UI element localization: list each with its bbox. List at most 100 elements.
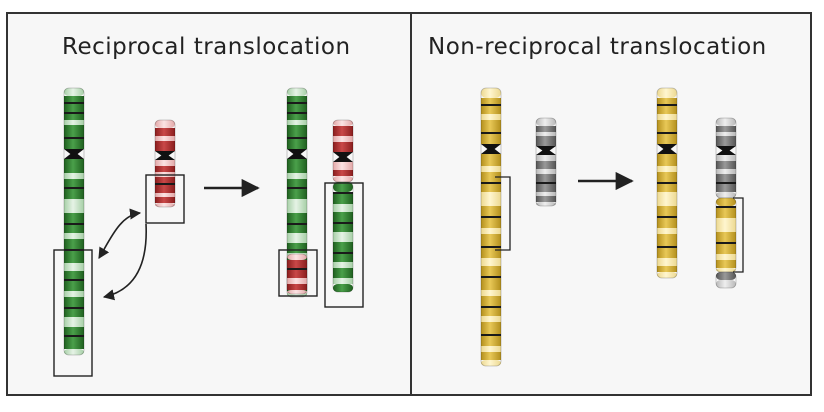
double-curved-arrow-icon	[98, 208, 142, 259]
chromosome-region	[333, 278, 353, 284]
chromosome-region	[481, 218, 501, 228]
chromosome-region	[64, 233, 84, 239]
chromosome-region	[333, 176, 353, 182]
chromosome-region	[287, 88, 307, 96]
chromosome-region	[155, 141, 175, 151]
chromosome-region	[657, 114, 677, 120]
chromosome-green-original	[63, 87, 85, 356]
chromosome-band	[155, 183, 175, 185]
chromosome-band	[64, 223, 84, 225]
chromosome-band	[481, 104, 501, 106]
chromosome-region	[481, 154, 501, 166]
chromosome-region	[64, 213, 84, 223]
chromosome-region	[716, 208, 736, 218]
chromosome-region	[287, 278, 307, 284]
chromosome-band	[657, 182, 677, 184]
chromosome-region	[287, 179, 307, 187]
chromosomes-layer	[63, 87, 737, 367]
centromere	[64, 149, 84, 159]
bracket-yellow-original	[495, 176, 511, 251]
chromosome-band	[287, 187, 307, 189]
chromosome-region	[64, 173, 84, 179]
chromosome-region	[716, 272, 736, 280]
chromosome-region	[155, 177, 175, 183]
panel-title-non-reciprocal: Non-reciprocal translocation	[428, 34, 767, 60]
chromosome-region	[333, 224, 353, 232]
chromosome-region	[333, 268, 353, 278]
chromosome-region	[481, 290, 501, 296]
chromosome-band	[333, 252, 353, 254]
chromosome-region	[333, 262, 353, 268]
chromosome-region	[481, 106, 501, 114]
chromosome-band	[287, 102, 307, 104]
chromosome-region	[64, 104, 84, 112]
segment-box-green-translocated	[324, 182, 364, 308]
double-curved-arrow-icon	[102, 223, 147, 301]
chromosome-region	[657, 134, 677, 144]
chromosome-region	[64, 88, 84, 96]
chromosome-band	[481, 246, 501, 248]
chromosome-region	[481, 88, 501, 98]
chromosome-region	[481, 248, 501, 258]
chromosome-region	[716, 136, 736, 146]
chromosome-region	[333, 204, 353, 212]
arrows	[98, 171, 634, 301]
chromosome-region	[155, 193, 175, 197]
chromosome-region	[536, 155, 556, 161]
chromosome-outline	[154, 119, 176, 208]
chromosome-region	[481, 120, 501, 132]
chromosome-band	[333, 192, 353, 194]
chromosome-region	[287, 139, 307, 149]
chromosome-region	[64, 139, 84, 149]
chromosome-region	[716, 184, 736, 192]
centromere	[481, 144, 501, 154]
chromosome-region	[481, 172, 501, 182]
chromosome-region	[333, 136, 353, 142]
chromosome-red-segment-on-green	[286, 253, 308, 295]
chromosome-region	[287, 104, 307, 112]
chromosome-region	[333, 142, 353, 152]
chromosome-region	[64, 281, 84, 291]
chromosome-region	[716, 254, 736, 260]
chromosome-region	[481, 336, 501, 346]
chromosome-yellow-segment-on-gray	[715, 197, 737, 273]
chromosome-band	[716, 206, 736, 208]
chromosome-region	[333, 254, 353, 262]
chromosome-region	[64, 125, 84, 137]
chromosome-region	[64, 291, 84, 297]
panel-divider	[410, 12, 412, 396]
chromosome-region	[716, 161, 736, 169]
chromosome-outline	[656, 87, 678, 279]
chromosome-region	[155, 160, 175, 166]
chromosome-region	[287, 96, 307, 102]
chromosome-gray-recipient-bottom	[715, 271, 737, 289]
segment-brackets	[495, 176, 744, 273]
chromosome-outline	[480, 87, 502, 367]
chromosome-region	[287, 243, 307, 253]
chromosome-region	[716, 218, 736, 232]
chromosome-band	[64, 335, 84, 337]
chromosome-band	[64, 279, 84, 281]
chromosome-region	[64, 309, 84, 317]
panel-title-reciprocal: Reciprocal translocation	[62, 34, 351, 60]
chromosome-region	[716, 174, 736, 182]
chromosome-region	[333, 126, 353, 136]
chromosome-region	[716, 126, 736, 132]
chromosome-band	[481, 132, 501, 134]
chromosome-region	[657, 218, 677, 228]
chromosome-region	[155, 120, 175, 128]
chromosome-region	[64, 199, 84, 213]
chromosome-outline	[286, 253, 308, 295]
chromosome-region	[716, 198, 736, 206]
chromosome-region	[64, 114, 84, 120]
chromosome-region	[481, 346, 501, 352]
chromosome-yellow-remaining	[656, 87, 678, 279]
chromosome-region	[333, 194, 353, 204]
chromosome-region	[287, 260, 307, 268]
chromosome-region	[287, 199, 307, 213]
chromosome-region	[333, 212, 353, 222]
chromosome-region	[64, 225, 84, 233]
chromosome-region	[155, 197, 175, 203]
chromosome-region	[657, 166, 677, 172]
chromosome-region	[716, 155, 736, 161]
